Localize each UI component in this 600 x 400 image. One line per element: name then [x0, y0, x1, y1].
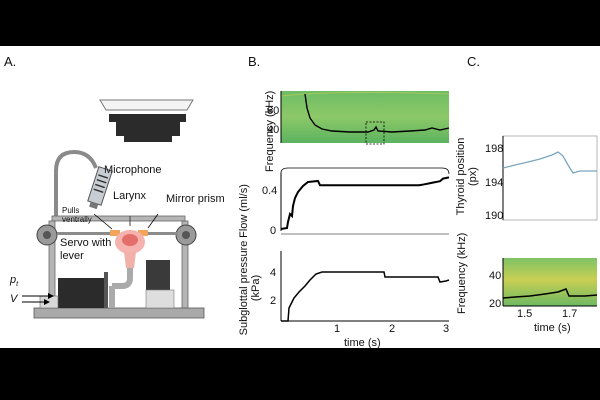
right-box — [145, 289, 175, 309]
larynx-label: Larynx — [113, 190, 147, 202]
v-label: V — [10, 293, 18, 305]
flow-ytick-0: 0 — [270, 225, 277, 237]
panel-b-plots — [280, 91, 598, 322]
microphone-label: Microphone — [104, 164, 162, 176]
light-tray — [99, 99, 194, 111]
panel-label-c: C. — [467, 54, 480, 69]
c-xaxis-label: time (s) — [534, 322, 571, 334]
servo-lever — [104, 272, 108, 308]
pressure-ytick-2: 2 — [270, 295, 277, 307]
thyroid-ytick-190: 190 — [485, 210, 504, 222]
pressure-trace — [281, 271, 450, 322]
b-xaxis-label: time (s) — [344, 337, 381, 349]
thyroid-trace — [502, 151, 597, 174]
spectrogram-c-ytick-20: 20 — [489, 298, 502, 310]
spectrogram-c — [503, 258, 597, 306]
zoom-box — [365, 121, 385, 145]
pressure-ylabel: Subglottal pressure (kPa) — [238, 240, 262, 336]
flow-ylabel: Flow (ml/s) — [238, 184, 250, 238]
left-arm — [57, 232, 117, 235]
mirror-prism-label: Mirror prism — [166, 193, 225, 205]
flow-ytick-0-4: 0.4 — [262, 185, 278, 197]
spectrogram-b-ytick-40: 40 — [267, 124, 280, 136]
spectrogram-c-ytick-40: 40 — [489, 270, 502, 282]
right-arm — [140, 232, 178, 235]
microphone — [87, 166, 113, 210]
pressure-ytick-4: 4 — [270, 267, 277, 279]
pt-label: pt — [10, 274, 19, 289]
flow-trace — [280, 176, 450, 230]
microphone-stand — [54, 149, 98, 216]
right-prism-tip — [138, 230, 148, 236]
figure-panel: A. B. C. — [0, 46, 600, 349]
frame-top-bar — [51, 215, 186, 222]
thyroid-ytick-194: 194 — [485, 177, 504, 189]
thyroid-frame — [502, 135, 598, 221]
base-plate — [33, 307, 205, 319]
spectrogram-c-ylabel: Frequency (kHz) — [456, 232, 468, 314]
panel-label-b: B. — [248, 54, 261, 69]
c-xtick-1-5: 1.5 — [517, 308, 533, 320]
camera-mount — [109, 114, 186, 142]
flow-frame — [280, 167, 450, 175]
b-xtick-3: 3 — [443, 323, 450, 335]
c-xtick-1-7: 1.7 — [562, 308, 578, 320]
air-tube — [112, 268, 133, 289]
trachea — [124, 252, 136, 268]
b-xtick-1: 1 — [334, 323, 341, 335]
panel-label-a: A. — [4, 54, 17, 69]
spectrogram-b-contour — [304, 93, 450, 133]
servo-label: Servo with lever — [60, 237, 112, 262]
apparatus-diagram — [22, 99, 205, 319]
thyroid-ylabel: Thyroid position (px) — [455, 137, 479, 216]
spectrogram-b-ytick-60: 60 — [267, 105, 280, 117]
thyroid-ytick-198: 198 — [485, 143, 504, 155]
spectrogram-c-contour — [502, 288, 598, 299]
left-prism-tip — [110, 230, 120, 236]
pulls-ventrally-label: Pulls ventrally — [62, 206, 92, 224]
servo-box — [58, 278, 108, 308]
b-xtick-2: 2 — [389, 323, 396, 335]
